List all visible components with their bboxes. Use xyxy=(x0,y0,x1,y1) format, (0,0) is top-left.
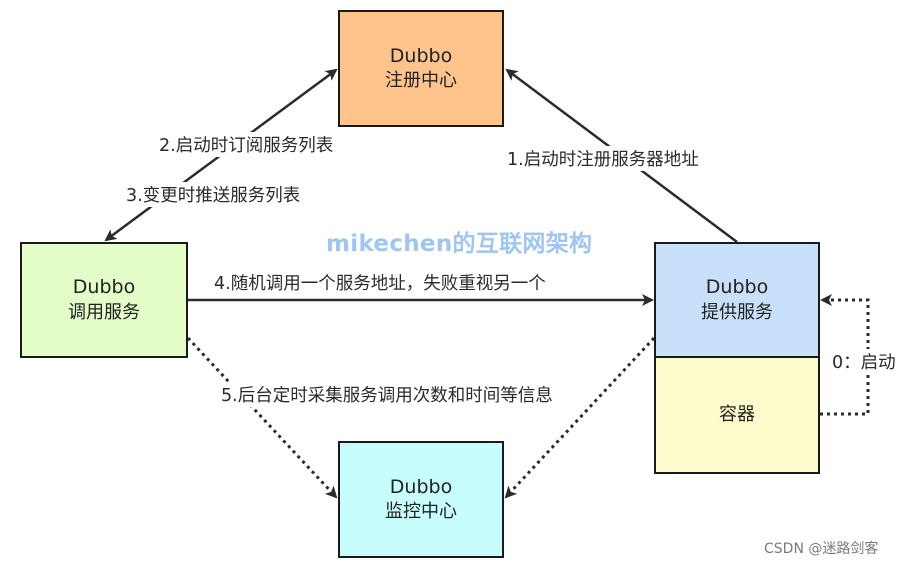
registry-node: Dubbo 注册中心 xyxy=(338,10,504,127)
consumer-node: Dubbo 调用服务 xyxy=(20,242,188,358)
edge-register-label: 1.启动时注册服务器地址 xyxy=(505,146,701,171)
provider-subtitle: 提供服务 xyxy=(701,301,773,323)
edge-count-provider xyxy=(504,336,656,499)
edge-invoke-label: 4.随机调用一个服务地址，失败重视另一个 xyxy=(214,274,546,294)
edge-count-consumer xyxy=(186,336,338,499)
edge-count-label: 5.后台定时采集服务调用次数和时间等信息 xyxy=(219,382,555,407)
edge-notify-label: 3.变更时推送服务列表 xyxy=(124,182,303,207)
monitor-title: Dubbo xyxy=(389,475,453,498)
provider-title: Dubbo xyxy=(705,276,769,299)
monitor-node: Dubbo 监控中心 xyxy=(338,441,504,558)
consumer-subtitle: 调用服务 xyxy=(68,301,140,323)
container-title: 容器 xyxy=(719,403,755,425)
edge-start-label: 0：启动 xyxy=(830,349,898,374)
registry-title: Dubbo xyxy=(389,44,453,67)
edge-subscribe-label: 2.启动时订阅服务列表 xyxy=(157,132,336,157)
registry-subtitle: 注册中心 xyxy=(385,70,457,92)
monitor-subtitle: 监控中心 xyxy=(385,501,457,523)
container-node: 容器 xyxy=(654,356,820,474)
credit-text: CSDN @迷路剑客 xyxy=(764,541,879,557)
consumer-title: Dubbo xyxy=(72,276,136,299)
watermark: mikechen的互联网架构 xyxy=(326,231,593,257)
provider-node: Dubbo 提供服务 xyxy=(654,242,820,358)
